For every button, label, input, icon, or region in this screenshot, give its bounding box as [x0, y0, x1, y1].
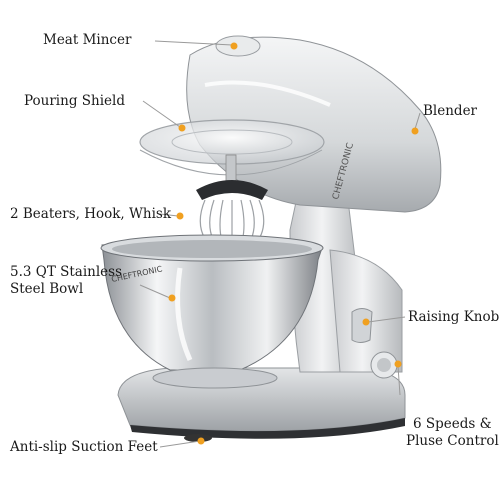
- label-meat-mincer: Meat Mincer: [43, 32, 132, 48]
- label-speeds-line1: 6 Speeds &: [413, 416, 492, 432]
- leader-lines: [139, 40, 421, 448]
- label-pouring-shield: Pouring Shield: [24, 93, 125, 109]
- label-blender: Blender: [423, 103, 478, 119]
- label-beaters: 2 Beaters, Hook, Whisk: [10, 206, 172, 222]
- label-suction-feet: Anti-slip Suction Feet: [10, 439, 158, 455]
- callout-dots: [168, 42, 419, 445]
- label-speeds-line2: Pluse Control: [406, 433, 499, 449]
- label-raising-knob: Raising Knob: [408, 309, 500, 325]
- label-bowl-line1: 5.3 QT Stainless: [10, 264, 123, 280]
- label-bowl-line2: Steel Bowl: [10, 281, 84, 297]
